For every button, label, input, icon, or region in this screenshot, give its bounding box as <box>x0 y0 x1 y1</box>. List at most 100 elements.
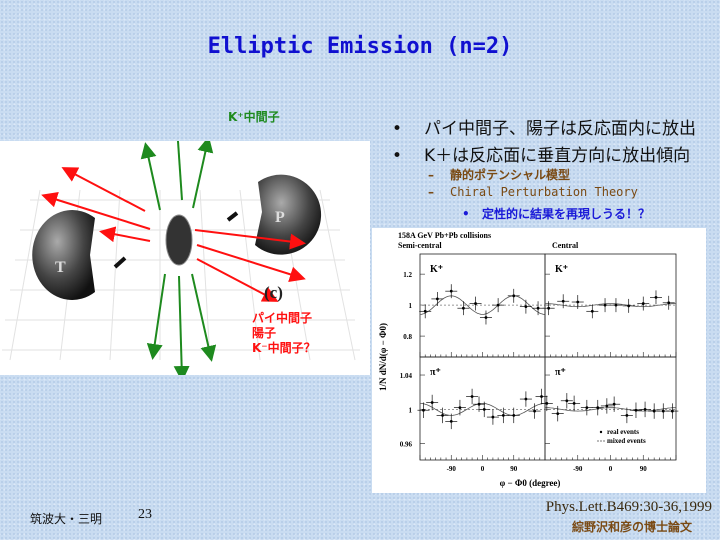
chart-title: 158A GeV Pb+Pb collisions <box>398 231 491 240</box>
data-point <box>634 408 638 412</box>
data-point <box>556 412 560 416</box>
legend-real-marker <box>599 430 603 434</box>
data-point <box>491 415 495 419</box>
pion-proton-arrows <box>41 167 306 302</box>
y-axis-label: 1/N dN/d(φ − Φ0) <box>378 323 388 391</box>
data-point <box>654 295 658 299</box>
data-point <box>441 413 444 417</box>
y-tick-label: 1 <box>409 302 413 310</box>
sub-sub-bullet: •定性的に結果を再現しうる！？ <box>462 207 651 221</box>
y-tick-label: 0.96 <box>400 441 413 449</box>
kplus-label: K⁺中間子 <box>228 110 280 124</box>
fit-curve <box>419 295 546 315</box>
data-point <box>477 402 481 406</box>
data-point <box>430 401 434 404</box>
projectile-sphere <box>255 174 322 255</box>
sub-bullet: –Chiral Perturbation Theory <box>428 185 638 199</box>
data-point <box>422 408 425 412</box>
y-tick-label: 1.04 <box>400 372 413 380</box>
data-point <box>512 294 516 298</box>
data-point <box>545 401 549 405</box>
data-point <box>572 401 576 405</box>
data-point <box>576 300 580 304</box>
label-line: 陽子 <box>252 326 277 340</box>
svg-text:(c): (c) <box>264 283 283 302</box>
flow-chart-figure: 158A GeV Pb+Pb collisions Semi-central C… <box>372 228 706 493</box>
data-point <box>512 413 516 417</box>
elliptic-emission-diagram: T P (c) <box>0 108 370 382</box>
slide-title: Elliptic Emission (n=2) <box>207 34 513 59</box>
particle-label: K⁺ <box>555 264 568 275</box>
data-point <box>536 306 540 310</box>
data-point <box>547 306 551 310</box>
affiliation: 筑波大・三明 <box>30 512 103 526</box>
data-point <box>627 304 631 308</box>
data-point <box>458 406 462 410</box>
y-tick-label: 1.2 <box>403 271 412 279</box>
data-point <box>474 302 477 305</box>
data-point <box>470 395 474 398</box>
data-point <box>482 407 486 411</box>
label-line: パイ中間子 <box>252 311 313 325</box>
x-tick-label: 0 <box>609 465 613 473</box>
particle-label: π⁺ <box>430 367 441 378</box>
collision-illustration: T P (c) <box>2 108 360 382</box>
x-tick-label: 0 <box>481 465 485 473</box>
data-point <box>501 413 505 417</box>
data-point <box>423 309 427 313</box>
data-point <box>585 406 589 410</box>
target-sphere <box>32 210 95 300</box>
svg-text:P: P <box>275 209 285 226</box>
data-point <box>641 302 645 305</box>
data-point <box>603 303 607 307</box>
data-point <box>590 309 594 313</box>
data-point <box>462 306 465 310</box>
x-tick-label: 90 <box>510 465 518 473</box>
data-point <box>449 419 453 423</box>
x-tick-label: -90 <box>573 465 583 473</box>
y-tick-label: 0.8 <box>403 333 412 341</box>
chart-svg: 158A GeV Pb+Pb collisions Semi-central C… <box>378 231 679 488</box>
fireball <box>165 214 193 266</box>
data-point <box>614 303 618 307</box>
column-label: Central <box>552 241 579 250</box>
bullet: •パイ中間子、陽子は反応面内に放出 <box>392 119 696 139</box>
data-point <box>540 395 543 398</box>
particle-label: K⁺ <box>430 264 443 275</box>
data-point <box>612 402 616 406</box>
data-point <box>667 301 671 305</box>
data-point <box>565 399 569 403</box>
label-line: K⁻中間子？ <box>252 341 316 355</box>
x-axis-label: φ − Φ0 (degree) <box>500 478 561 488</box>
legend-real: real events <box>607 428 639 436</box>
fit-curve <box>420 403 545 416</box>
fit-curve <box>545 303 676 308</box>
y-tick-label: 1 <box>409 406 413 414</box>
data-point <box>524 397 528 401</box>
data-point <box>661 409 665 413</box>
particle-label: π⁺ <box>555 367 566 378</box>
data-point <box>524 305 528 309</box>
svg-text:T: T <box>55 259 66 276</box>
data-point <box>533 409 536 413</box>
bullet: •K＋は反応面に垂直方向に放出傾向 <box>392 146 691 166</box>
legend-mixed: mixed events <box>607 437 646 445</box>
data-point <box>484 316 488 319</box>
reference: Phys.Lett.B469:30-36,1999 <box>545 499 712 515</box>
x-tick-label: -90 <box>447 465 457 473</box>
data-point <box>652 409 656 413</box>
data-point <box>435 297 439 301</box>
data-point <box>625 413 629 417</box>
red-arrow-label: パイ中間子 陽子 K⁻中間子？ <box>252 311 316 356</box>
page-number: 23 <box>138 507 152 522</box>
data-point <box>496 303 500 307</box>
data-point <box>596 406 600 410</box>
data-point <box>670 409 674 413</box>
data-point <box>643 407 647 411</box>
sub-bullet: –静的ポテンシャル模型 <box>428 168 571 182</box>
data-point <box>449 289 453 293</box>
column-label: Semi-central <box>398 241 442 250</box>
data-point <box>605 404 609 408</box>
x-tick-label: 90 <box>640 465 648 473</box>
thesis-credit: 綜野沢和彦の博士論文 <box>571 520 692 534</box>
